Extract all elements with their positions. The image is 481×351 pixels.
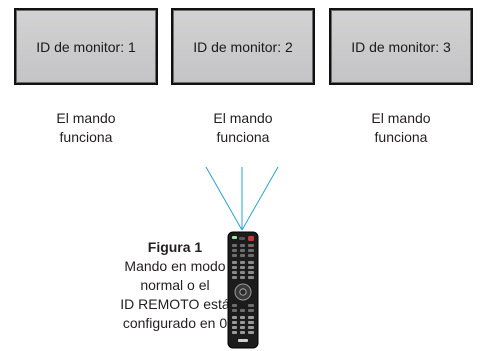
signal-ray-right <box>241 166 279 231</box>
remote-control-icon <box>227 231 259 349</box>
monitor-1: ID de monitor: 1 <box>14 8 158 85</box>
monitor-1-label: ID de monitor: 1 <box>36 38 136 55</box>
figure-caption-line-3: ID REMOTO está <box>120 296 230 312</box>
figure-caption-line-4: configurado en 0 <box>122 315 228 331</box>
figure-caption: Figura 1 Mando en modo normal o el ID RE… <box>110 238 240 333</box>
monitor-2-caption: El mando funciona <box>171 109 315 147</box>
signal-ray-left <box>205 166 243 231</box>
monitor-3: ID de monitor: 3 <box>329 8 473 85</box>
figure-caption-line-2: normal o el <box>140 277 210 293</box>
monitor-1-caption: El mando funciona <box>14 109 158 147</box>
monitor-2: ID de monitor: 2 <box>171 8 315 85</box>
figure-caption-line-1: Mando en modo <box>124 258 226 274</box>
monitor-2-caption-line-2: funciona <box>216 129 270 145</box>
monitor-3-caption-line-1: El mando <box>371 110 431 126</box>
monitor-1-caption-line-1: El mando <box>56 110 116 126</box>
monitor-3-caption-line-2: funciona <box>374 129 428 145</box>
figure-title: Figura 1 <box>147 239 203 255</box>
monitor-3-caption: El mando funciona <box>329 109 473 147</box>
monitor-2-label: ID de monitor: 2 <box>193 38 293 55</box>
monitor-3-label: ID de monitor: 3 <box>351 38 451 55</box>
monitor-2-caption-line-1: El mando <box>213 110 273 126</box>
monitor-1-caption-line-2: funciona <box>59 129 113 145</box>
